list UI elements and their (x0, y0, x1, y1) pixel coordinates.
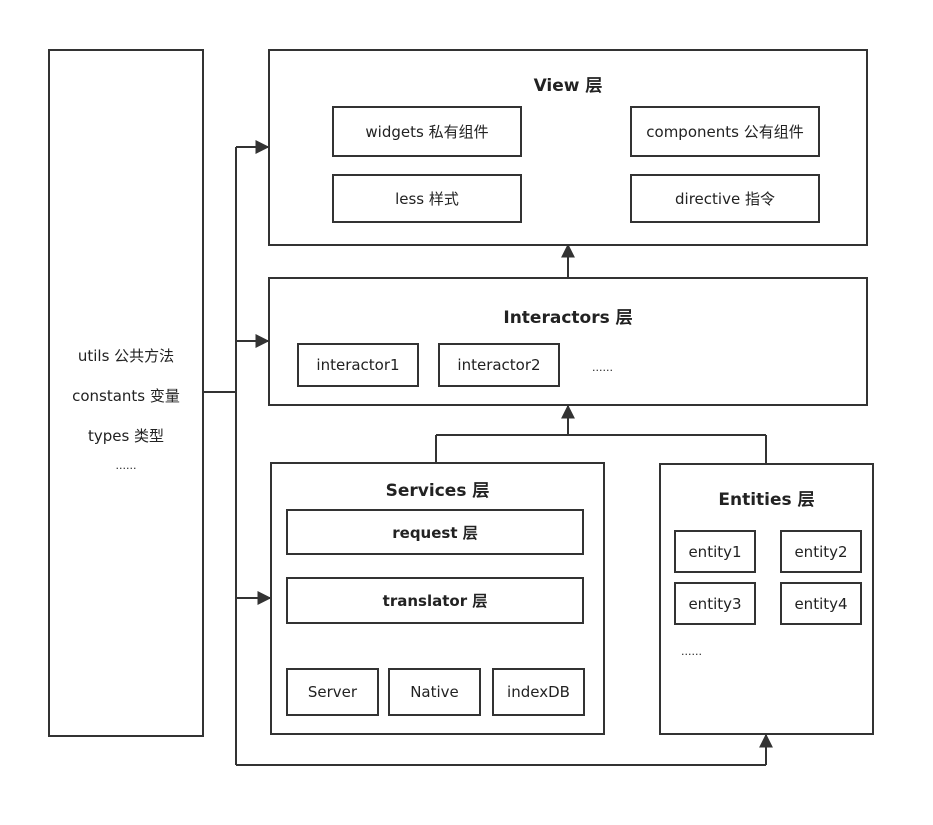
indexdb-box: indexDB (492, 668, 585, 716)
utils-box: utils 公共方法 constants 变量 types 类型 ...... (48, 49, 204, 737)
utils-more: ...... (115, 459, 137, 472)
entities-layer-title: Entities 层 (718, 490, 815, 510)
interactor1-box: interactor1 (297, 343, 419, 387)
components-box: components 公有组件 (630, 106, 820, 157)
directive-box: directive 指令 (630, 174, 820, 223)
interactors-more: ...... (592, 361, 613, 374)
entity3-box: entity3 (674, 582, 756, 625)
interactors-layer-box: Interactors 层 (268, 277, 868, 406)
entity4-box: entity4 (780, 582, 862, 625)
interactor2-box: interactor2 (438, 343, 560, 387)
entities-more: ...... (681, 645, 702, 658)
translator-layer-box: translator 层 (286, 577, 584, 624)
entity2-box: entity2 (780, 530, 862, 573)
utils-label: utils 公共方法 (77, 347, 175, 365)
view-layer-title: View 层 (533, 76, 603, 96)
less-box: less 样式 (332, 174, 522, 223)
types-label: types 类型 (87, 427, 165, 445)
request-layer-box: request 层 (286, 509, 584, 555)
server-box: Server (286, 668, 379, 716)
constants-label: constants 变量 (72, 387, 180, 405)
native-box: Native (388, 668, 481, 716)
interactors-layer-title: Interactors 层 (503, 308, 633, 328)
services-layer-title: Services 层 (385, 481, 490, 501)
widgets-box: widgets 私有组件 (332, 106, 522, 157)
entity1-box: entity1 (674, 530, 756, 573)
